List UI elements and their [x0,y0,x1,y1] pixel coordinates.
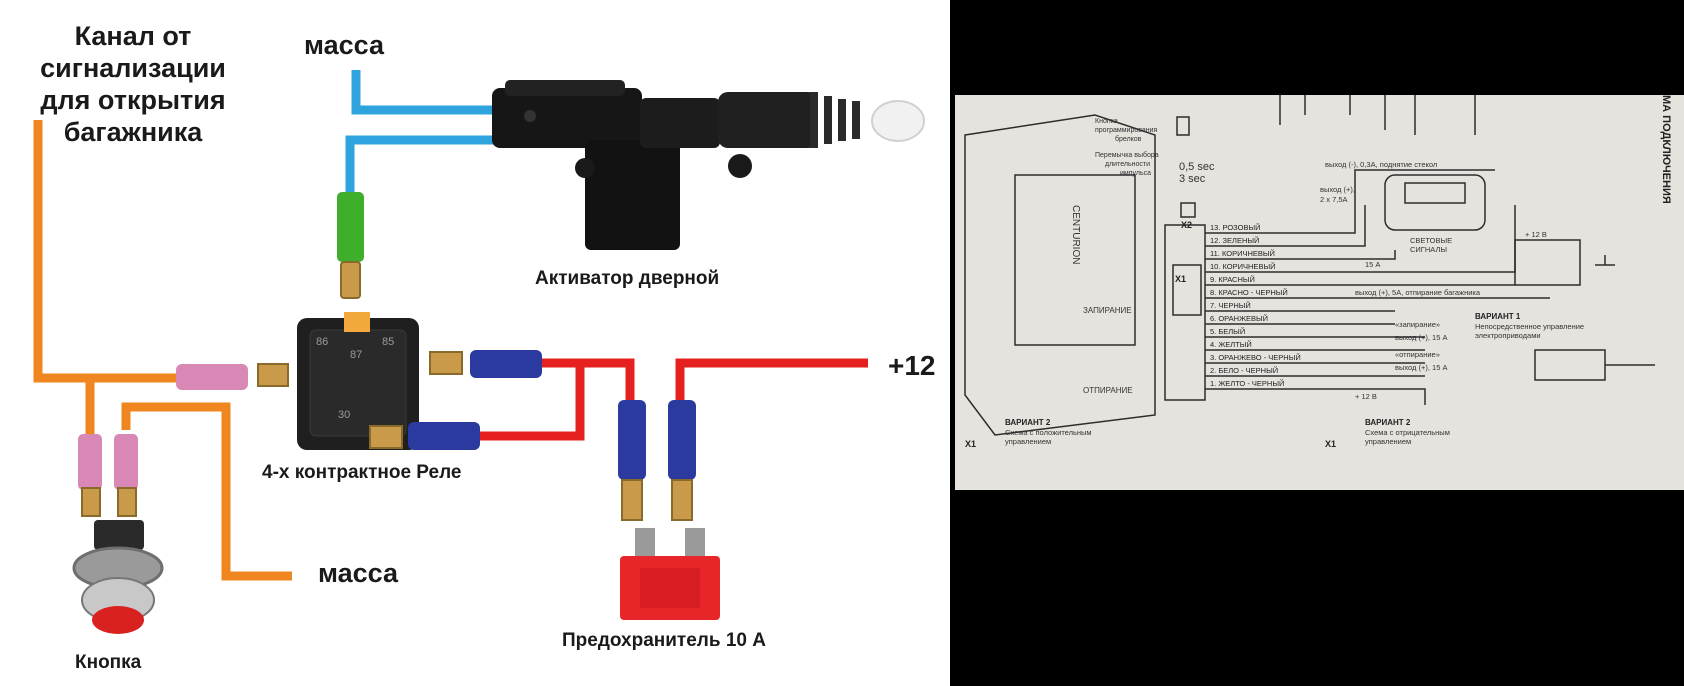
relay-pin-30: 30 [338,409,350,421]
orange-wires [33,120,292,581]
variant1-title: ВАРИАНТ 1 [1475,312,1521,321]
relay-pin-85: 85 [382,336,394,348]
prog-button-note-3: брелков [1115,135,1142,143]
out-trunk: выход (+), 5А, отпирание багажника [1355,288,1481,297]
out-lights-1: выход (+), [1320,185,1355,194]
jumper-note-1: Перемычка выбора [1095,151,1159,159]
actuator-label: Активатор дверной [535,268,720,289]
prog-button-note-1: Кнопка [1095,118,1118,125]
variant2a-desc-2: управлением [1005,437,1051,446]
door-actuator [492,80,925,250]
jumper-note-3: импульса [1120,170,1151,177]
schematic-drawing: Кнопка программирования брелков Перемычк… [964,95,1672,449]
variant2b-desc-2: управлением [1365,437,1411,446]
channel-label-line-4: багажника [63,117,203,147]
out15-lock: выход (+), 15 А [1395,333,1447,342]
pink-connector-relay [176,364,248,390]
fuse [620,528,720,620]
prog-button-note-2: программирования [1095,127,1158,134]
variant2a-desc-1: Схема с положительным [1005,428,1092,437]
plus12-label: +12 [888,350,936,381]
lock-quote: «запирание» [1395,320,1440,329]
x1-variant2b: X1 [1325,439,1336,449]
green-connector [337,192,364,299]
side-title: МА ПОДКЛЮЧЕНИЯ [1660,95,1672,204]
relay: 86 87 85 30 [257,312,463,450]
x1-label: X1 [1175,274,1186,284]
variant2a-title: ВАРИАНТ 2 [1005,418,1051,427]
unlock-quote: «отпирание» [1395,350,1440,359]
brand-label: CENTURION [1070,205,1081,264]
channel-label-line-2: сигнализации [40,53,226,83]
wire-3: 3. ОРАНЖЕВО - ЧЕРНЫЙ [1210,353,1301,362]
time-3: 3 sec [1179,173,1206,185]
wire-5: 5. БЕЛЫЙ [1210,327,1245,336]
wire-10: 10. КОРИЧНЕВЫЙ [1210,262,1275,271]
channel-label-line-1: Канал от [74,21,192,51]
wire-12: 12. ЗЕЛЕНЫЙ [1210,236,1259,245]
fuse-connectors [618,400,696,521]
light-signals-2: СИГНАЛЫ [1410,245,1447,254]
fuse15: 15 А [1365,260,1380,269]
variant1-desc-2: электроприводами [1475,331,1541,340]
out15-unlock: выход (+), 15 А [1395,363,1447,372]
blue-wires [345,70,495,195]
trunk-wiring-drawing: 86 87 85 30 [33,70,925,634]
variant2b-title: ВАРИАНТ 2 [1365,418,1411,427]
fuse-label: Предохранитель 10 А [562,630,766,651]
alarm-connection-schematic: Кнопка программирования брелков Перемычк… [955,95,1684,490]
channel-label-line-3: для открытия [40,85,226,115]
channel-label: Канал от сигнализации для открытия багаж… [38,20,228,148]
out-windows: выход (-), 0,3А, поднятие стекол [1325,160,1437,169]
variant2b-desc-1: Схема с отрицательным [1365,428,1450,437]
plus12c: + 12 В [1355,392,1377,401]
push-button [72,520,164,634]
jumper-note-2: длительности [1105,161,1150,168]
wire-4: 4. ЖЕЛТЫЙ [1210,340,1252,349]
wire-7: 7. ЧЕРНЫЙ [1210,301,1251,310]
x2-label: X2 [1181,220,1192,230]
wire-11: 11. КОРИЧНЕВЫЙ [1210,249,1275,258]
relay-label: 4-х контрактное Реле [262,462,462,483]
lock-label: ЗАПИРАНИЕ [1083,306,1132,315]
relay-pin-86: 86 [316,336,328,348]
trunk-wiring-diagram: 86 87 85 30 [0,0,950,686]
ground-label-top: масса [304,30,385,60]
light-signals-1: СВЕТОВЫЕ [1410,236,1452,245]
time-05: 0,5 sec [1179,161,1215,173]
wire-13: 13. РОЗОВЫЙ [1210,223,1261,232]
unlock-label: ОТПИРАНИЕ [1083,386,1133,395]
ground-label-bottom: масса [318,558,399,588]
variant1-desc-1: Непосредственное управление [1475,322,1584,331]
wire-8: 8. КРАСНО - ЧЕРНЫЙ [1210,288,1288,297]
x1-variant2a: X1 [965,439,976,449]
button-connectors [78,434,138,517]
relay-pin-87: 87 [350,349,362,361]
navy-connector-relay-bottom [408,422,480,450]
button-label: Кнопка [75,652,142,673]
out-lights-2: 2 х 7,5А [1320,195,1348,204]
wire-9: 9. КРАСНЫЙ [1210,275,1255,284]
red-wires [480,358,868,441]
wire-6: 6. ОРАНЖЕВЫЙ [1210,314,1268,323]
navy-connector-relay-top [470,350,542,378]
wire-1: 1. ЖЕЛТО - ЧЕРНЫЙ [1210,379,1284,388]
plus12b: + 12 В [1525,230,1547,239]
wire-2: 2. БЕЛО - ЧЕРНЫЙ [1210,366,1278,375]
